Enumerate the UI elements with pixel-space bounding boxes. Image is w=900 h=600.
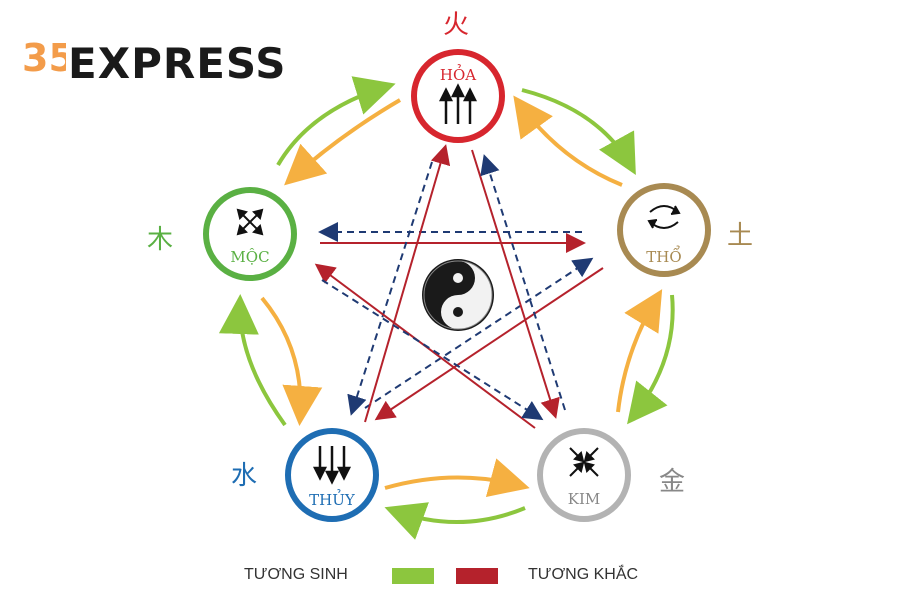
legend-sinh-label: TƯƠNG SINH xyxy=(244,566,348,583)
hanzi-tho: 土 xyxy=(727,221,753,251)
arrows-down-icon xyxy=(312,446,352,485)
yin-yang-icon xyxy=(422,259,494,331)
generating-cycle xyxy=(218,76,675,540)
brand-logo: 35 EXPRESS xyxy=(22,28,287,98)
label-hoa: HỎA xyxy=(440,64,476,84)
legend-khac-swatch xyxy=(456,568,498,584)
element-hoa: HỎA 火 xyxy=(411,10,505,143)
rotate-arrows-icon xyxy=(647,205,681,229)
arc-thuy-kim-orange xyxy=(384,458,530,498)
star-thuy-hoa-red xyxy=(364,144,451,423)
label-thuy: THỦY xyxy=(309,489,356,509)
controlling-cycle xyxy=(314,144,604,429)
label-kim: KIM xyxy=(568,490,601,508)
arc-moc-hoa-green xyxy=(276,76,396,167)
arc-hoa-tho-green xyxy=(521,88,636,176)
arrows-up-icon xyxy=(438,83,478,124)
hanzi-moc: 木 xyxy=(147,225,173,255)
logo-text: EXPRESS xyxy=(68,38,287,88)
element-kim: KIM 金 xyxy=(537,428,685,522)
label-tho: THỔ xyxy=(646,245,681,266)
expand-arrows-icon xyxy=(236,208,264,236)
star-hoa-kim-red xyxy=(471,149,560,419)
hanzi-kim: 金 xyxy=(659,467,685,497)
hanzi-hoa: 火 xyxy=(443,10,469,40)
hanzi-thuy: 水 xyxy=(231,461,257,491)
arc-tho-kim-green xyxy=(627,294,675,425)
star-tho-thuy-red xyxy=(374,267,604,421)
converge-arrows-icon xyxy=(569,447,599,477)
legend-sinh-swatch xyxy=(392,568,434,584)
logo-prefix: 35 xyxy=(22,36,66,80)
arc-kim-thuy-green xyxy=(384,502,526,540)
arc-kim-tho-orange xyxy=(616,289,663,413)
label-moc: MỘC xyxy=(230,248,269,266)
logo-35-icon: 35 xyxy=(22,36,66,80)
arc-hoa-moc-orange xyxy=(284,98,402,186)
arc-moc-thuy-orange xyxy=(260,296,323,426)
star-hoa-thuy-blue xyxy=(347,161,433,416)
element-tho: THỔ 土 xyxy=(617,183,753,277)
star-thuy-tho-blue xyxy=(364,257,594,409)
element-moc: MỘC 木 xyxy=(147,187,297,281)
element-thuy: THỦY 水 xyxy=(231,428,379,522)
legend-khac-label: TƯƠNG KHẮC xyxy=(528,566,639,583)
star-kim-hoa-blue xyxy=(480,154,566,411)
arc-tho-hoa-orange xyxy=(513,95,623,187)
arc-thuy-moc-green xyxy=(218,294,287,427)
legend: TƯƠNG SINH TƯƠNG KHẮC xyxy=(0,562,900,590)
